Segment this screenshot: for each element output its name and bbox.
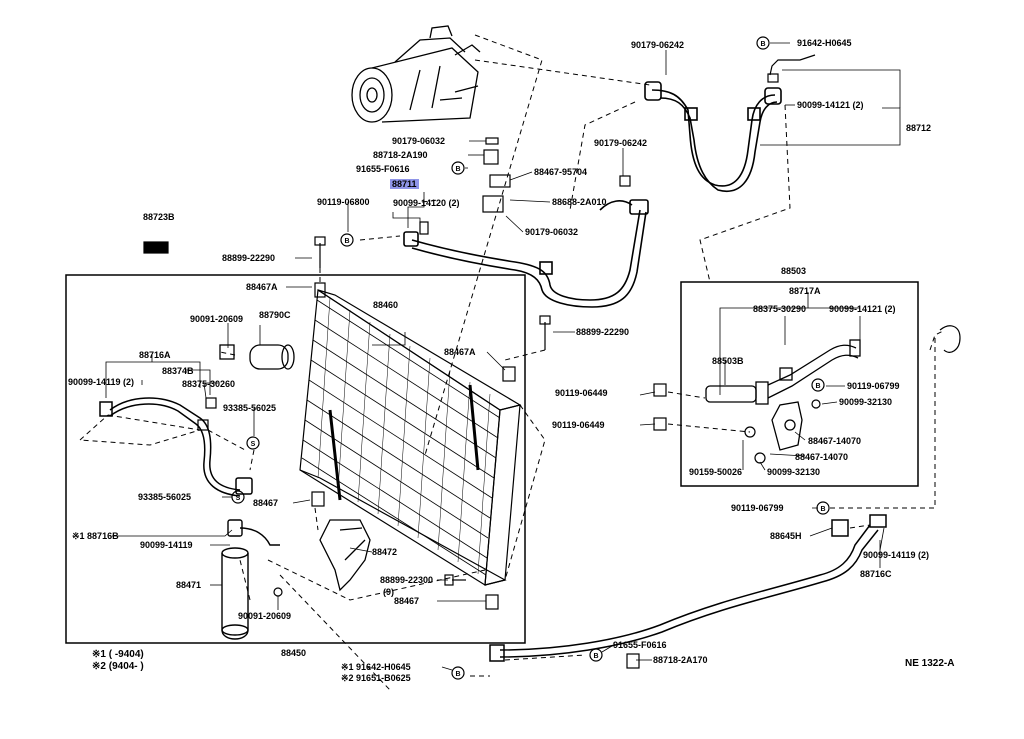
callout-90179-06032-a[interactable]: 90179-06032 <box>392 136 446 146</box>
svg-text:B: B <box>820 506 825 513</box>
pressure-switch-88503B <box>705 339 861 405</box>
callout-88375-30290[interactable]: 88375-30290 <box>753 304 807 314</box>
callout-88503b[interactable]: 88503B <box>712 356 744 366</box>
callout-90099-14119-c[interactable]: 90099-14119 (2) <box>863 550 930 560</box>
discharge-hose-88711 <box>403 199 649 308</box>
footnote-2-mark: ※2 <box>92 661 106 672</box>
callout-93385-56025-b[interactable]: 93385-56025 <box>138 492 192 502</box>
callout-90099-32130-a[interactable]: 90099-32130 <box>839 397 893 407</box>
callout-93385-56025-a[interactable]: 93385-56025 <box>223 403 277 413</box>
callout-88471[interactable]: 88471 <box>176 580 202 590</box>
pressure-switch-88790C <box>219 344 295 370</box>
callout-91642-h0645-alt[interactable]: ※1 91642-H0645 <box>341 662 411 672</box>
footnote-1-mark: ※1 <box>92 649 106 660</box>
callout-88718-2a170[interactable]: 88718-2A170 <box>653 655 708 665</box>
grommet-88467-low <box>485 594 499 610</box>
callout-90099-14121-a[interactable]: 90099-14121 (2) <box>797 100 864 110</box>
callout-91651-b0625[interactable]: ※2 91651-B0625 <box>341 673 411 683</box>
callout-91655-f0616-a[interactable]: 91655-F0616 <box>356 164 410 174</box>
bracket-88472 <box>319 519 371 592</box>
callout-90119-06799-a[interactable]: 90119-06799 <box>847 381 900 391</box>
receiver-88471 <box>221 519 280 640</box>
footnote-1-range: ( -9404) <box>108 649 144 660</box>
callout-88467-14070-a[interactable]: 88467-14070 <box>808 436 862 446</box>
callout-88467-b[interactable]: 88467 <box>394 596 420 606</box>
grommet-88467 <box>311 491 325 507</box>
callout-88712[interactable]: 88712 <box>906 123 932 133</box>
callout-88467-a[interactable]: 88467 <box>253 498 279 508</box>
svg-text:B: B <box>455 671 460 678</box>
callout-88688-2a010[interactable]: 88688-2A010 <box>552 197 607 207</box>
footnote-2: ※2 (9404- ) <box>92 662 144 672</box>
callout-90179-06242-b[interactable]: 90179-06242 <box>594 138 648 148</box>
svg-text:S: S <box>236 495 241 502</box>
callout-88460[interactable]: 88460 <box>373 300 399 310</box>
svg-text:B: B <box>593 653 598 660</box>
diagram-code: NE 1322-A <box>905 658 955 669</box>
callout-88899-22290-a[interactable]: 88899-22290 <box>222 253 276 263</box>
grommet-88467A-mid <box>502 366 516 382</box>
footnote-1: ※1 ( -9404) <box>92 650 144 660</box>
bracket-88467-14070 <box>771 401 803 451</box>
callout-88374b[interactable]: 88374B <box>162 366 194 376</box>
callout-88503[interactable]: 88503 <box>781 266 807 276</box>
washer-90159-50026 <box>744 426 756 438</box>
callout-90159-50026[interactable]: 90159-50026 <box>689 467 743 477</box>
bolt-90119-06449-b <box>653 417 667 431</box>
callout-88899-22300[interactable]: 88899-22300 <box>380 575 434 585</box>
callout-88716a[interactable]: 88716A <box>139 350 171 360</box>
callout-90119-06799-b[interactable]: 90119-06799 <box>731 503 784 513</box>
callout-88711[interactable]: 88711 <box>390 179 419 189</box>
svg-text:B: B <box>760 41 765 48</box>
callout-88711-highlight[interactable]: 88711 <box>390 179 419 189</box>
callout-88467-14070-b[interactable]: 88467-14070 <box>795 452 849 462</box>
callout-88716b[interactable]: ※1 88716B <box>72 531 119 541</box>
callout-90099-32130-b[interactable]: 90099-32130 <box>767 467 821 477</box>
compressor-illustration <box>351 25 481 123</box>
svg-text:B: B <box>815 383 820 390</box>
grommet-88467A-top <box>314 282 326 298</box>
callout-90099-14119-b[interactable]: 90099-14119 <box>140 540 193 550</box>
callout-88899-22300-qty: (9) <box>383 587 394 597</box>
callout-88790c[interactable]: 88790C <box>259 310 291 320</box>
svg-text:B: B <box>344 238 349 245</box>
callout-88723b[interactable]: 88723B <box>143 212 175 222</box>
hose-88712 <box>644 81 782 192</box>
callout-88467a-b[interactable]: 88467A <box>444 347 476 357</box>
svg-text:B: B <box>455 166 460 173</box>
callout-88375-30260[interactable]: 88375-30260 <box>182 379 236 389</box>
callout-88717a[interactable]: 88717A <box>789 286 821 296</box>
condenser-group-frame <box>65 274 526 644</box>
callout-90179-06242-a[interactable]: 90179-06242 <box>631 40 685 50</box>
callout-90119-06800[interactable]: 90119-06800 <box>317 197 370 207</box>
callout-90099-14119-a[interactable]: 90099-14119 (2) <box>68 377 135 387</box>
callout-88472[interactable]: 88472 <box>372 547 398 557</box>
callout-90119-06449-a[interactable]: 90119-06449 <box>555 388 608 398</box>
bracket-group-frame <box>680 281 919 487</box>
callout-90179-06032-b[interactable]: 90179-06032 <box>525 227 579 237</box>
callout-88899-22290-b[interactable]: 88899-22290 <box>576 327 630 337</box>
callout-90091-20609-a[interactable]: 90091-20609 <box>190 314 244 324</box>
callout-91642-h0645[interactable]: 91642-H0645 <box>797 38 852 48</box>
footnote-2-range: (9404- ) <box>108 661 144 672</box>
callout-88645h[interactable]: 88645H <box>770 531 802 541</box>
callout-90119-06449-b[interactable]: 90119-06449 <box>552 420 605 430</box>
liquid-tube-88716C <box>489 514 887 662</box>
callout-88467-95704[interactable]: 88467-95704 <box>534 167 588 177</box>
callout-88450[interactable]: 88450 <box>281 648 307 658</box>
callout-90091-20609-b[interactable]: 90091-20609 <box>238 611 292 621</box>
callout-90099-14121-b[interactable]: 90099-14121 (2) <box>829 304 896 314</box>
callout-88718-2a190[interactable]: 88718-2A190 <box>373 150 428 160</box>
bolt-90119-06449-a <box>653 383 667 397</box>
condenser-88460 <box>299 288 522 587</box>
callout-90099-14120[interactable]: 90099-14120 (2) <box>393 198 460 208</box>
callout-88467a-a[interactable]: 88467A <box>246 282 278 292</box>
callout-88716c[interactable]: 88716C <box>860 569 892 579</box>
svg-text:S: S <box>251 441 256 448</box>
callout-91655-f0616-b[interactable]: 91655-F0616 <box>613 640 667 650</box>
